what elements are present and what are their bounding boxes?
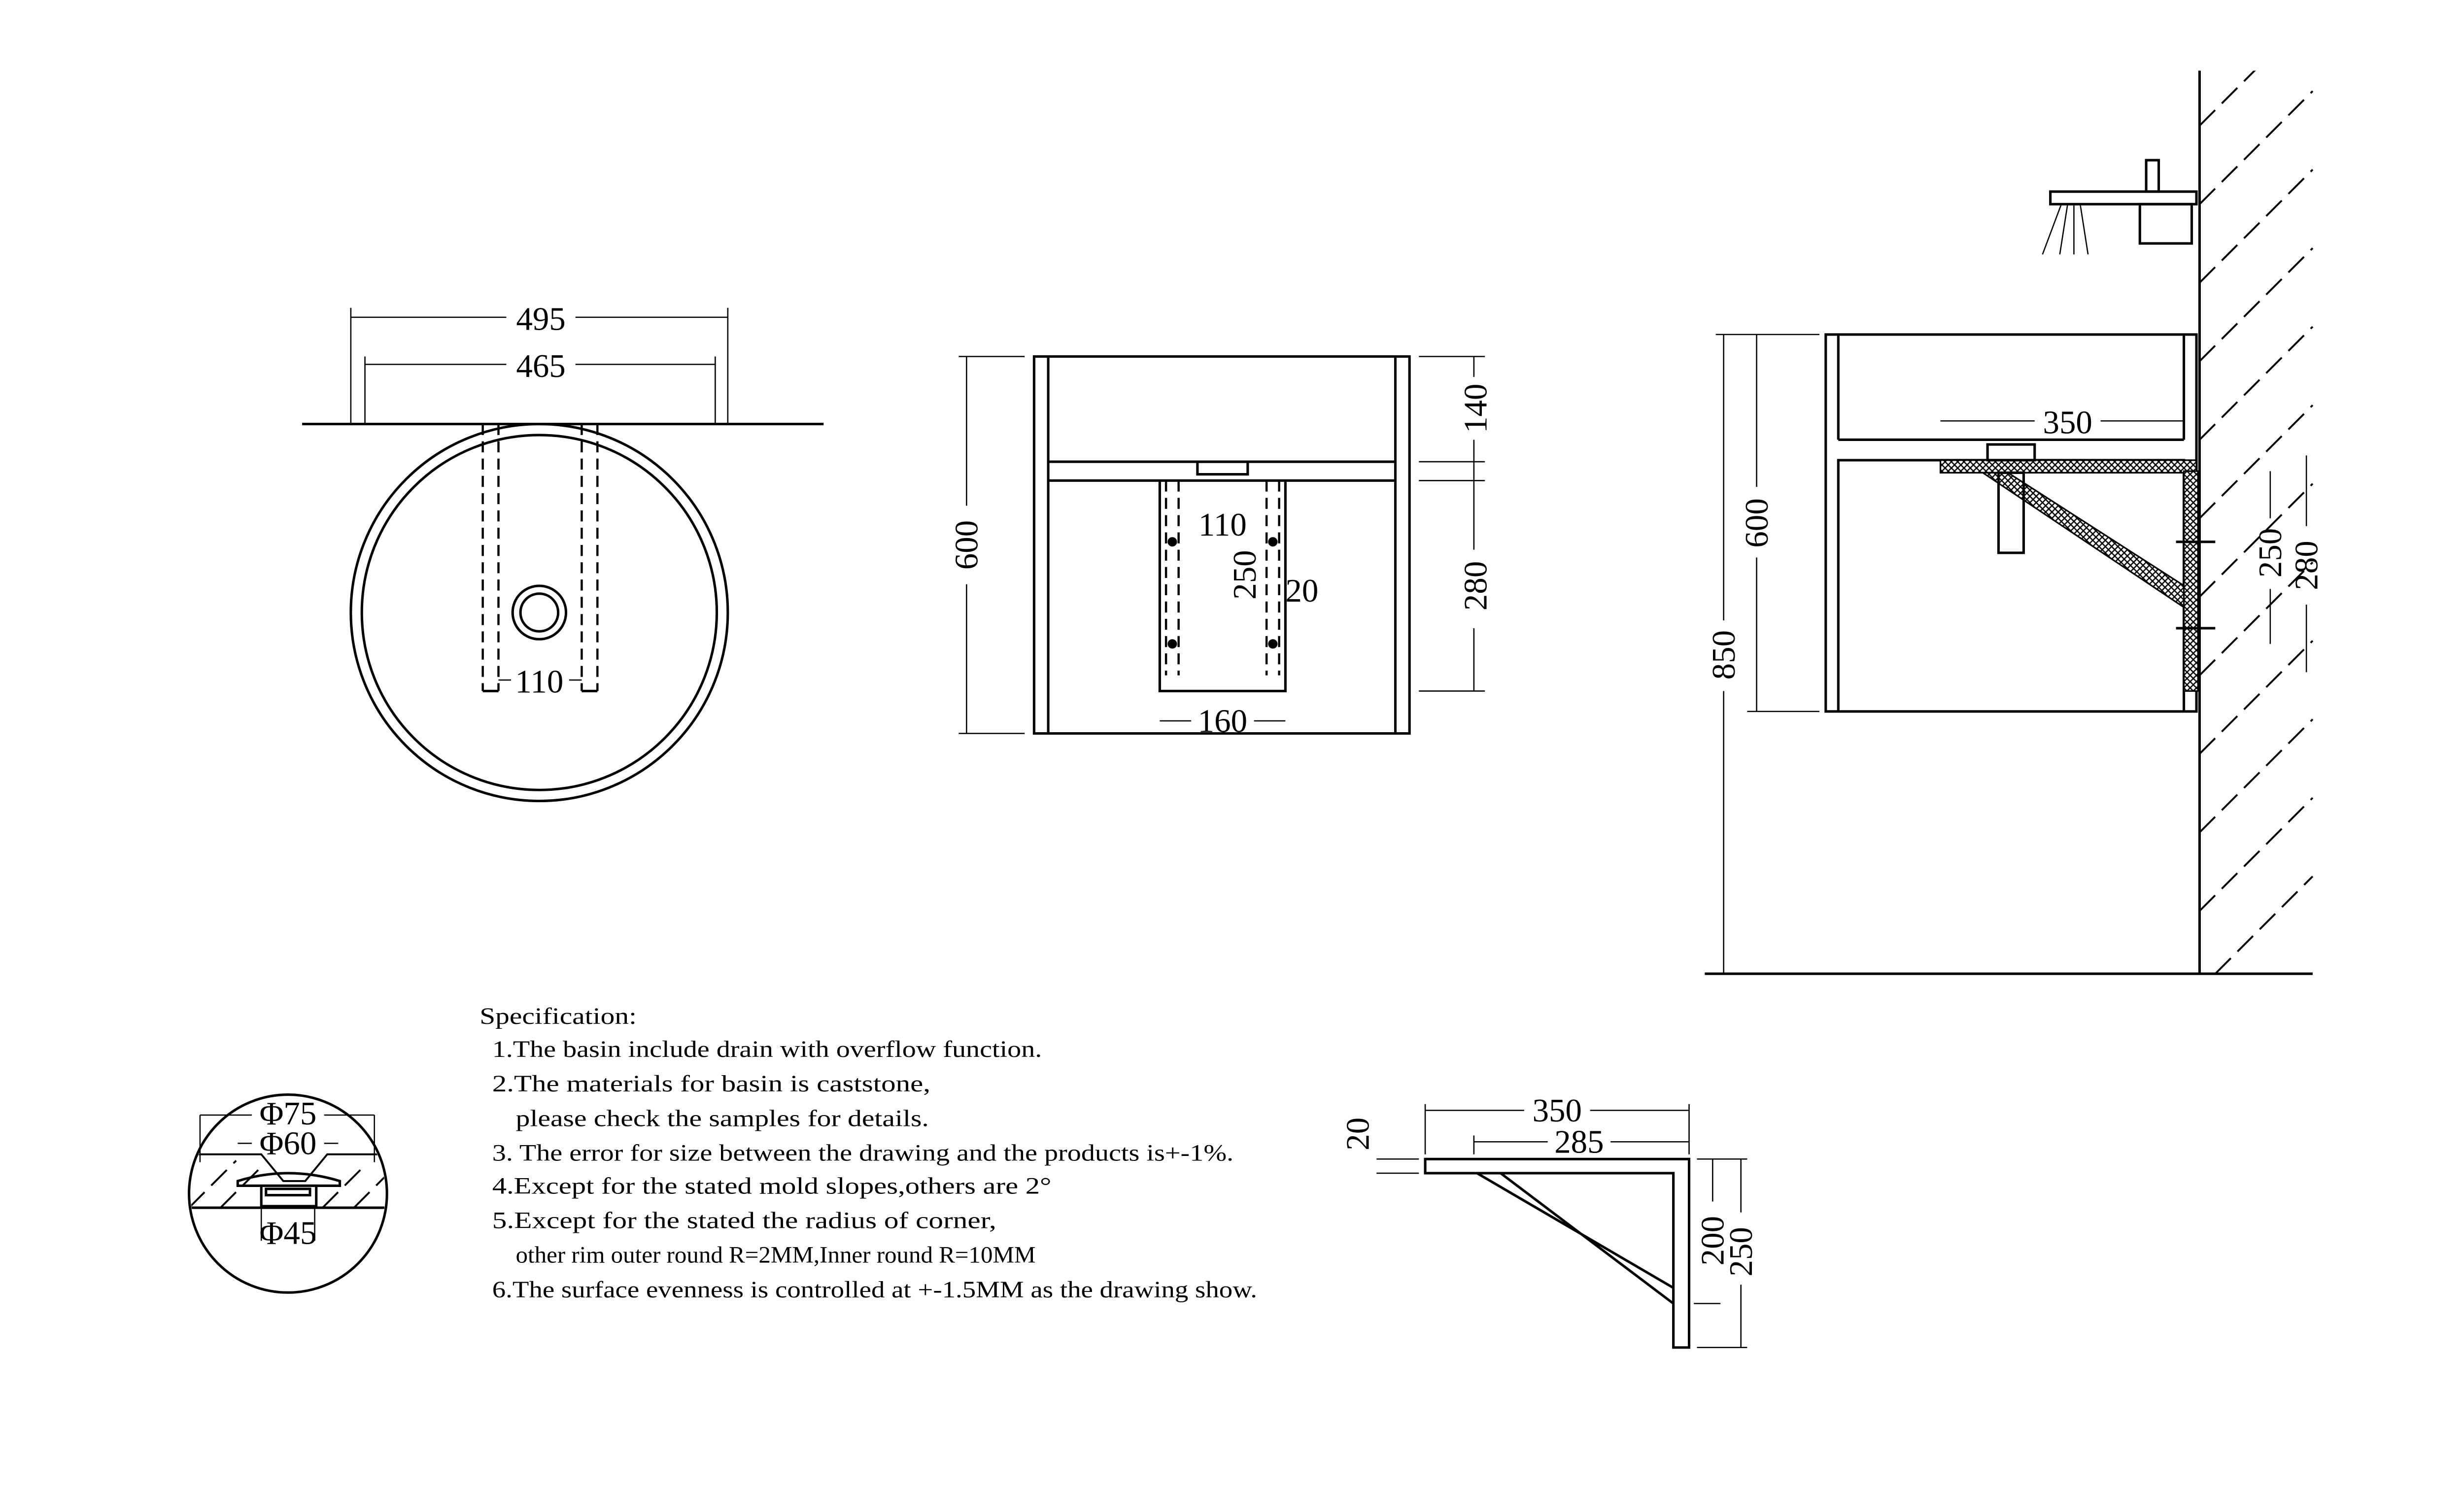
dim-20-front: 20: [1285, 573, 1318, 609]
dim-600-front: 600: [949, 520, 985, 570]
dim-350-side: 350: [2043, 405, 2092, 441]
top-view: 495 465 110: [302, 301, 824, 803]
dim-140: 140: [1457, 384, 1494, 433]
front-view: 600 140 280 110 250 20 160: [949, 355, 1494, 739]
dim-495: 495: [516, 301, 565, 337]
dim-d45: Φ45: [259, 1215, 316, 1251]
dim-285: 285: [1554, 1124, 1604, 1160]
dim-250-front: 250: [1227, 550, 1263, 599]
spec-line: 4.Except for the stated mold slopes,othe…: [492, 1173, 1052, 1199]
dim-250-side: 250: [2252, 528, 2289, 577]
spec-line: 5.Except for the stated the radius of co…: [492, 1208, 996, 1234]
spec-line: 6.The surface evenness is controlled at …: [492, 1277, 1257, 1303]
dim-850: 850: [1706, 630, 1742, 679]
dim-110-top: 110: [515, 664, 563, 700]
dim-d75: Φ75: [259, 1095, 316, 1132]
dim-d60: Φ60: [259, 1125, 316, 1162]
dim-20-bracket: 20: [1339, 1118, 1376, 1151]
spec-line: please check the samples for details.: [516, 1105, 929, 1131]
spec-line: 3. The error for size between the drawin…: [492, 1140, 1233, 1166]
side-view: 600 850 350 250 280: [1705, 0, 2326, 975]
dim-600-side: 600: [1739, 498, 1775, 547]
dim-465: 465: [516, 348, 565, 384]
dim-280-side: 280: [2288, 541, 2325, 590]
specification-notes: Specification: 1.The basin include drain…: [479, 1003, 1257, 1303]
drain-detail: Φ75 Φ60 Φ45: [188, 1093, 388, 1294]
spec-line: other rim outer round R=2MM,Inner round …: [516, 1242, 1036, 1268]
dim-200: 200: [1695, 1216, 1731, 1265]
dim-350-bracket: 350: [1533, 1092, 1582, 1129]
dim-110-front: 110: [1198, 507, 1247, 543]
spec-title: Specification:: [479, 1003, 637, 1029]
dim-160: 160: [1198, 703, 1247, 739]
dim-250-bracket: 250: [1723, 1227, 1759, 1276]
spec-line: 2.The materials for basin is caststone,: [492, 1071, 930, 1097]
spec-line: 1.The basin include drain with overflow …: [492, 1036, 1042, 1062]
dim-280-front: 280: [1457, 561, 1494, 610]
bracket-detail: 350 285 20 200 250: [1339, 1092, 1759, 1349]
